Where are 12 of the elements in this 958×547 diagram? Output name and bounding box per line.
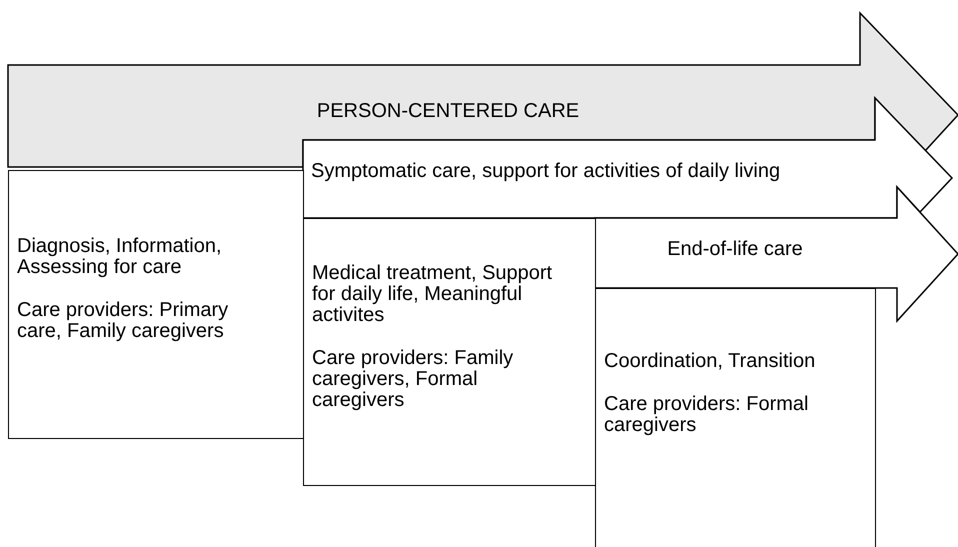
- stage-box: [595, 288, 876, 547]
- box-text: Diagnosis, Information, Assessing for care: [17, 236, 223, 278]
- arrow-label: End-of-life care: [666, 239, 804, 260]
- stage-box: [303, 218, 596, 486]
- box-text: Coordination, Transition: [604, 351, 816, 372]
- stage-box: [8, 170, 304, 439]
- box-text: Care providers: Primary care, Family caregivers: [17, 300, 230, 342]
- box-text: Medical treatment, Support for daily life, Meaningful activites: [312, 263, 554, 326]
- box-text: Care providers: Formal caregivers: [604, 394, 810, 436]
- arrow-label: PERSON-CENTERED CARE: [316, 101, 580, 122]
- arrow-label: Symptomatic care, support for activities of daily living: [311, 161, 782, 182]
- box-text: Care providers: Family caregivers, Formal caregivers: [312, 348, 514, 411]
